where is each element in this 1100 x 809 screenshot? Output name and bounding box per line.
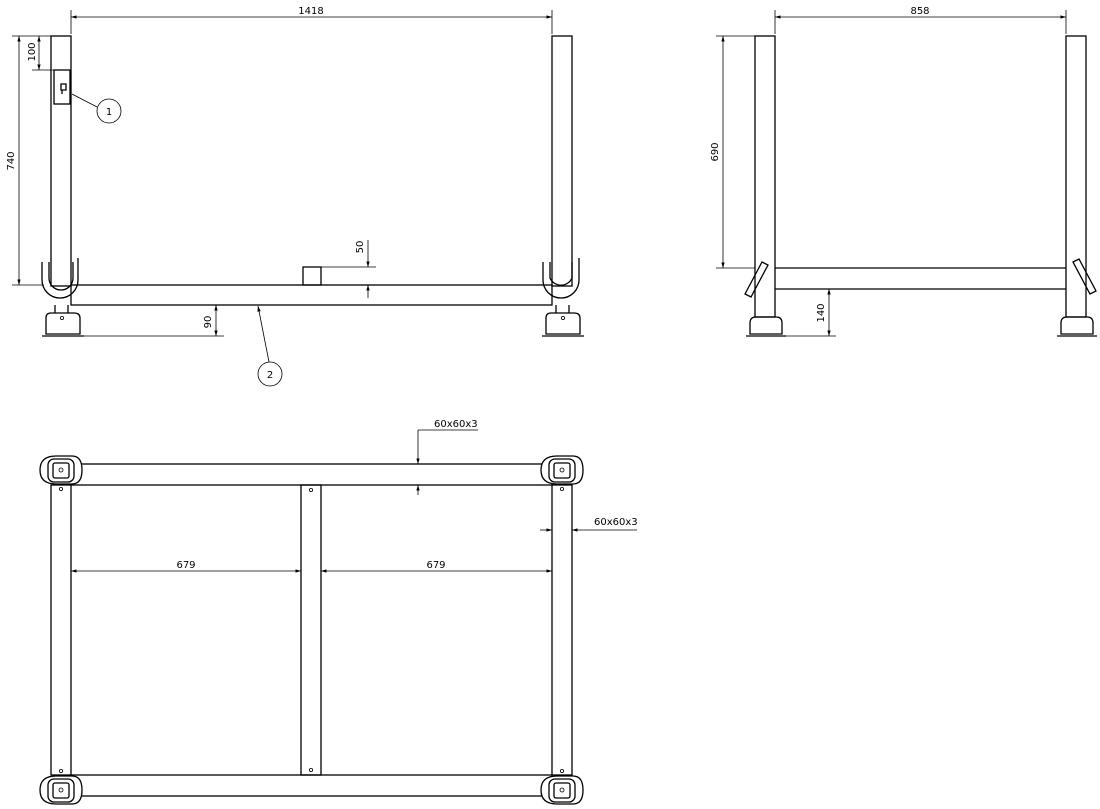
dim-679-left-label: 679 [176, 560, 195, 571]
callout-1-label: 1 [106, 107, 112, 118]
callout-1-leader [71, 93, 98, 108]
plan-middle-crossbar [300, 484, 322, 776]
front-beam-stub [302, 266, 322, 286]
dim-100-label: 100 [27, 42, 38, 61]
plan-middle-bolt-bottom [308, 768, 313, 773]
plan-middle-bolt-top [308, 487, 313, 492]
front-right-foot-bolt [561, 315, 566, 320]
front-right-u-guard-outer [542, 258, 580, 299]
callout-2-label: 2 [267, 370, 273, 381]
front-left-post [50, 35, 72, 287]
front-left-foot [45, 312, 81, 335]
callout-2-bubble [257, 361, 283, 387]
front-view: 1418 740 100 50 90 1 2 [6, 6, 584, 387]
dim-858-label: 858 [910, 6, 929, 17]
plan-corner-bottom-left [39, 769, 83, 805]
profile-top-label: 60x60x3 [434, 419, 478, 430]
plan-corner-top-right [540, 455, 584, 491]
plan-right-rail [551, 484, 573, 776]
plan-corner-top-left [39, 455, 83, 491]
plan-corner-bottom-right [540, 769, 584, 805]
callout-2-leader [257, 305, 270, 363]
plan-left-rail [50, 484, 72, 776]
plan-bottom-rail [70, 774, 553, 797]
front-bottom-beam [70, 284, 553, 306]
front-right-u-guard-inner [549, 262, 573, 286]
latch-box [53, 69, 71, 105]
side-right-pin [1072, 258, 1097, 295]
side-left-pin [744, 261, 769, 298]
callout-1-bubble [96, 98, 122, 124]
plan-top-rail [70, 463, 553, 486]
front-left-u-guard-inner [48, 262, 74, 291]
latch-handle [60, 83, 67, 94]
dim-679-right-label: 679 [426, 560, 445, 571]
side-left-post [754, 35, 776, 318]
side-right-foot [1060, 316, 1094, 335]
front-right-foot [545, 312, 581, 335]
side-left-foot [749, 316, 783, 335]
plan-view: 60x60x3 60x60x3 679 679 [39, 419, 638, 805]
dim-690-label: 690 [710, 142, 721, 161]
side-right-post [1065, 35, 1087, 318]
front-right-post [551, 35, 573, 287]
front-left-foot-bolt [60, 315, 65, 320]
dim-1418-label: 1418 [298, 6, 323, 17]
dim-90-label: 90 [203, 316, 214, 329]
profile-side-label: 60x60x3 [594, 517, 638, 528]
side-view: 858 690 140 [710, 6, 1097, 337]
dim-50-label: 50 [355, 241, 366, 254]
dim-740-label: 740 [6, 151, 17, 170]
dim-140-label: 140 [816, 303, 827, 322]
